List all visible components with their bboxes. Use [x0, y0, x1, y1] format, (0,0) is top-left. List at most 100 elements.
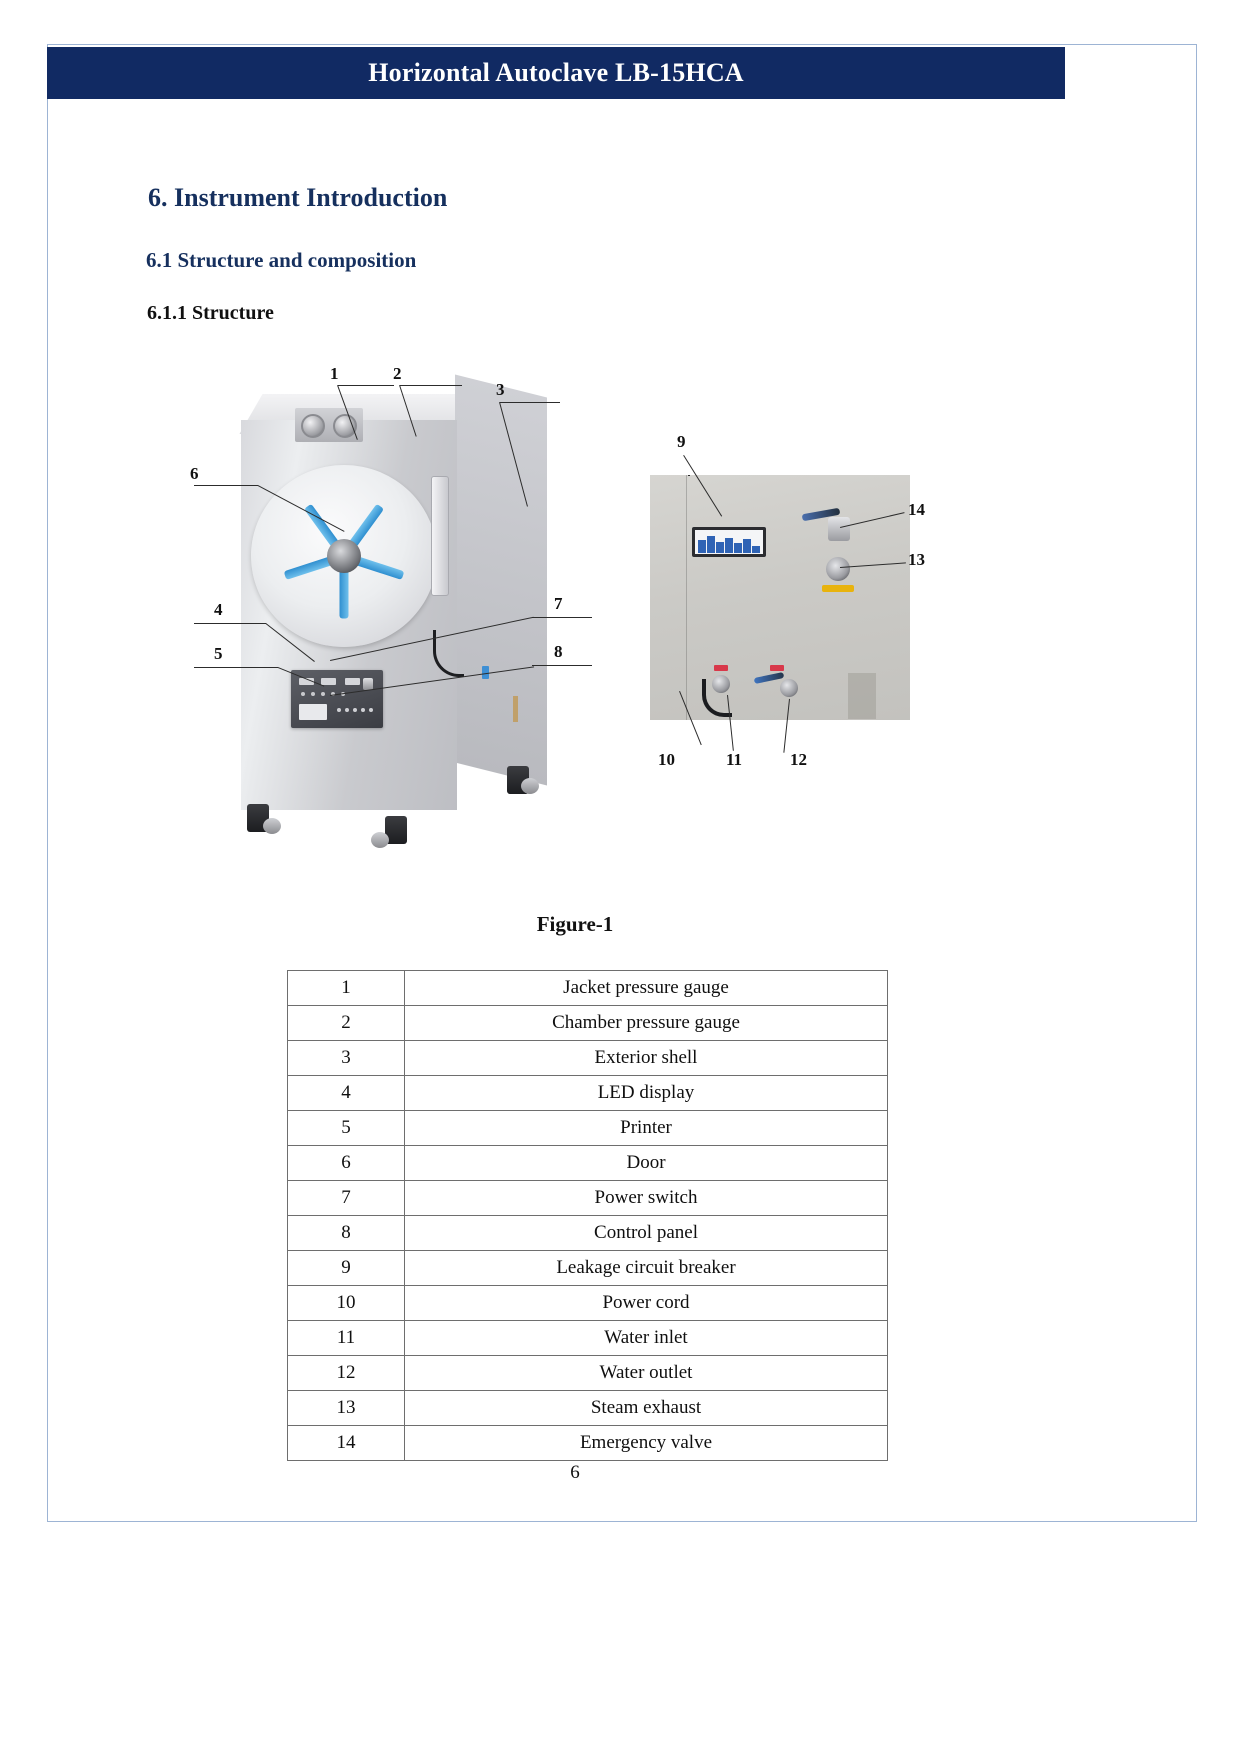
water-outlet-tag: [770, 665, 784, 671]
autoclave-side-panel: [455, 374, 547, 786]
callout-label-9: 9: [677, 432, 686, 451]
part-name-cell: Jacket pressure gauge: [404, 970, 888, 1006]
callout-label-12: 12: [790, 750, 807, 769]
autoclave-front-photo: [235, 374, 565, 850]
part-name-cell: Power cord: [404, 1285, 888, 1321]
part-name-cell: Water inlet: [404, 1320, 888, 1356]
side-control-strip: [513, 696, 518, 722]
leader-line-2: [400, 385, 462, 386]
part-number-cell: 3: [287, 1040, 405, 1076]
steam-exhaust-port: [826, 557, 850, 581]
page-number: 6: [570, 1462, 580, 1483]
part-number-cell: 10: [287, 1285, 405, 1321]
emergency-valve-body: [828, 517, 850, 541]
water-outlet-fitting: [780, 679, 798, 697]
document-header-banner: Horizontal Autoclave LB-15HCA: [47, 47, 1065, 99]
panel-led-row: [369, 708, 373, 712]
leader-line-8: [532, 665, 592, 666]
part-number-cell: 13: [287, 1390, 405, 1426]
figure-caption: Figure-1: [536, 912, 614, 936]
water-inlet-tag: [714, 665, 728, 671]
part-name-cell: Exterior shell: [404, 1040, 888, 1076]
door-hinge: [431, 476, 449, 596]
subsubsection-heading: 6.1.1 Structure: [147, 302, 274, 324]
part-number-cell: 5: [287, 1110, 405, 1146]
leader-line-5: [194, 667, 278, 668]
leader-line-6: [194, 485, 258, 486]
part-number-cell: 1: [287, 970, 405, 1006]
panel-led-row: [345, 708, 349, 712]
panel-shadow: [848, 673, 876, 719]
panel-indicator-led: [311, 692, 315, 696]
callout-label-6: 6: [190, 464, 199, 483]
part-name-cell: Door: [404, 1145, 888, 1181]
part-name-cell: Water outlet: [404, 1355, 888, 1391]
panel-led-row: [361, 708, 365, 712]
section-heading: 6. Instrument Introduction: [148, 183, 448, 212]
part-number-cell: 14: [287, 1425, 405, 1461]
leakage-circuit-breaker: [692, 527, 766, 557]
panel-knob: [363, 678, 373, 690]
callout-label-4: 4: [214, 600, 223, 619]
panel-button: [299, 678, 314, 685]
callout-label-14: 14: [908, 500, 925, 519]
panel-button: [345, 678, 360, 685]
part-name-cell: Emergency valve: [404, 1425, 888, 1461]
jacket-pressure-gauge: [301, 414, 325, 438]
part-number-cell: 2: [287, 1005, 405, 1041]
panel-indicator-led: [301, 692, 305, 696]
part-name-cell: Power switch: [404, 1180, 888, 1216]
door-hub: [327, 539, 361, 573]
callout-label-13: 13: [908, 550, 925, 569]
panel-led-row: [337, 708, 341, 712]
part-name-cell: Chamber pressure gauge: [404, 1005, 888, 1041]
steam-exhaust-label: [822, 585, 854, 592]
printer-slot: [299, 704, 327, 720]
caster-wheel: [263, 818, 281, 834]
document-title: Horizontal Autoclave LB-15HCA: [368, 58, 744, 87]
caster-wheel: [521, 778, 539, 794]
leader-line-9-anchor: [688, 475, 690, 476]
autoclave-rear-panel-photo: [650, 475, 910, 720]
leveling-foot: [385, 816, 407, 844]
panel-indicator-led: [321, 692, 325, 696]
power-cord: [702, 679, 732, 717]
leader-line-1: [338, 385, 394, 386]
chamber-pressure-gauge: [333, 414, 357, 438]
callout-label-10: 10: [658, 750, 675, 769]
callout-label-11: 11: [726, 750, 743, 769]
part-name-cell: LED display: [404, 1075, 888, 1111]
callout-label-3: 3: [496, 380, 505, 399]
part-number-cell: 11: [287, 1320, 405, 1356]
callout-label-1: 1: [330, 364, 339, 383]
part-name-cell: Steam exhaust: [404, 1390, 888, 1426]
callout-label-7: 7: [554, 594, 563, 613]
part-number-cell: 9: [287, 1250, 405, 1286]
part-name-cell: Control panel: [404, 1215, 888, 1251]
part-name-cell: Leakage circuit breaker: [404, 1250, 888, 1286]
leader-line-3: [500, 402, 560, 403]
part-number-cell: 4: [287, 1075, 405, 1111]
panel-seam: [686, 475, 687, 720]
callout-label-8: 8: [554, 642, 563, 661]
water-outlet-handle: [753, 671, 785, 685]
figure-1-illustration: 1 2 3 6 4 5 7 8: [150, 355, 1070, 875]
panel-led-row: [353, 708, 357, 712]
caster-wheel: [371, 832, 389, 848]
breaker-face: [695, 530, 763, 554]
